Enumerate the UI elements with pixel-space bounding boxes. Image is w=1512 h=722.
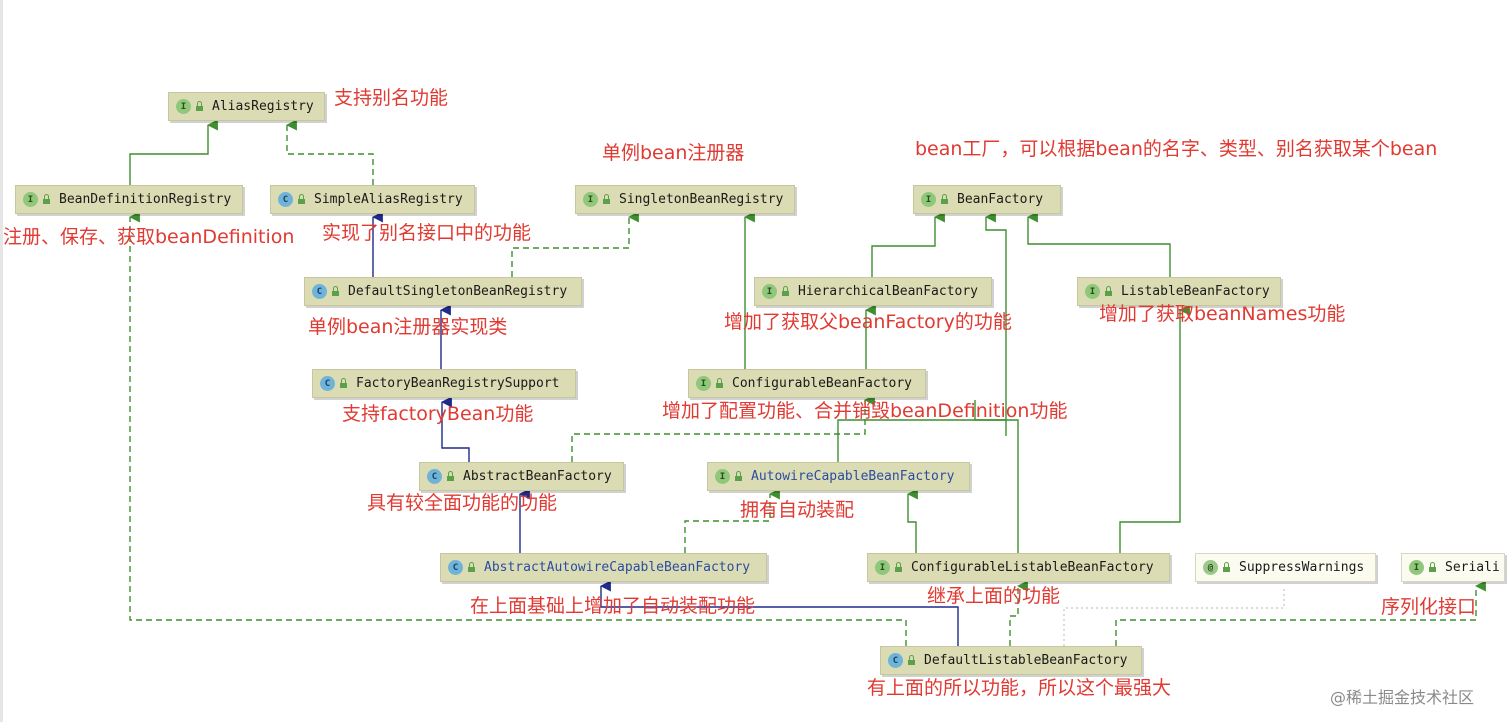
lock-icon [895, 562, 902, 572]
node-hierarchical-bean-factory[interactable]: I HierarchicalBeanFactory [754, 277, 992, 306]
node-suppress-warnings[interactable]: @ SuppressWarnings [1195, 553, 1376, 582]
annotation-icon: @ [1203, 560, 1218, 575]
node-label: AbstractAutowireCapableBeanFactory [484, 560, 751, 575]
node-label: BeanFactory [957, 192, 1044, 207]
class-icon: C [888, 653, 903, 668]
node-label: ConfigurableBeanFactory [732, 376, 913, 391]
note-hierarchical: 增加了获取父beanFactory的功能 [724, 311, 1012, 333]
class-icon: C [278, 192, 293, 207]
note-alias: 支持别名功能 [334, 87, 449, 109]
lock-icon [1105, 286, 1112, 296]
interface-icon: I [176, 99, 191, 114]
class-icon: C [427, 469, 442, 484]
lock-icon [1429, 562, 1436, 572]
note-bean-definition-registry: 注册、保存、获取beanDefinition [3, 226, 295, 248]
node-listable-bean-factory[interactable]: I ListableBeanFactory [1077, 277, 1281, 306]
node-configurable-bean-factory[interactable]: I ConfigurableBeanFactory [688, 369, 926, 398]
lock-icon [298, 194, 305, 204]
note-configurable: 增加了配置功能、合并销毁beanDefinition功能 [662, 400, 1068, 422]
lock-icon [196, 101, 203, 111]
lock-icon [603, 194, 610, 204]
node-default-singleton-bean-registry[interactable]: C DefaultSingletonBeanRegistry [304, 277, 582, 306]
class-icon: C [312, 284, 327, 299]
node-label: Seriali [1445, 560, 1500, 575]
note-autowire: 拥有自动装配 [740, 499, 855, 521]
interface-icon: I [1085, 284, 1100, 299]
node-label: DefaultListableBeanFactory [924, 653, 1128, 668]
node-label: SingletonBeanRegistry [619, 192, 784, 207]
node-abstract-autowire-capable-bean-factory[interactable]: C AbstractAutowireCapableBeanFactory [440, 553, 767, 582]
note-configurable-listable: 继承上面的功能 [927, 585, 1061, 607]
lock-icon [43, 194, 50, 204]
node-bean-factory[interactable]: I BeanFactory [913, 185, 1061, 214]
interface-icon: I [696, 376, 711, 391]
note-singleton: 单例bean注册器 [602, 142, 745, 164]
class-icon: C [320, 376, 335, 391]
interface-icon: I [921, 192, 936, 207]
class-icon: C [448, 560, 463, 575]
node-singleton-bean-registry[interactable]: I SingletonBeanRegistry [575, 185, 795, 214]
node-simple-alias-registry[interactable]: C SimpleAliasRegistry [270, 185, 475, 214]
node-label: SimpleAliasRegistry [314, 192, 463, 207]
note-simple-alias-registry: 实现了别名接口中的功能 [322, 222, 532, 244]
lock-icon [782, 286, 789, 296]
node-autowire-capable-bean-factory[interactable]: I AutowireCapableBeanFactory [707, 462, 970, 491]
interface-icon: I [1409, 560, 1424, 575]
node-label: AutowireCapableBeanFactory [751, 469, 955, 484]
node-bean-definition-registry[interactable]: I BeanDefinitionRegistry [15, 185, 243, 214]
lock-icon [1223, 562, 1230, 572]
node-default-listable-bean-factory[interactable]: C DefaultListableBeanFactory [880, 646, 1142, 675]
note-abstract-bean-factory: 具有较全面功能的功能 [367, 492, 558, 514]
note-listable: 增加了获取beanNames功能 [1099, 303, 1346, 325]
lock-icon [468, 562, 475, 572]
interface-icon: I [583, 192, 598, 207]
lock-icon [735, 471, 742, 481]
interface-icon: I [762, 284, 777, 299]
interface-icon: I [875, 560, 890, 575]
note-factory-bean-support: 支持factoryBean功能 [342, 403, 534, 425]
lock-icon [447, 471, 454, 481]
node-configurable-listable-bean-factory[interactable]: I ConfigurableListableBeanFactory [867, 553, 1170, 582]
watermark: @稀土掘金技术社区 [1330, 688, 1475, 707]
node-label: SuppressWarnings [1239, 560, 1365, 575]
note-serializable: 序列化接口 [1381, 596, 1477, 618]
node-label: DefaultSingletonBeanRegistry [348, 284, 568, 299]
note-abstract-autowire: 在上面基础上增加了自动装配功能 [470, 595, 756, 617]
lock-icon [716, 378, 723, 388]
lock-icon [332, 286, 339, 296]
node-label: BeanDefinitionRegistry [59, 192, 232, 207]
node-label: AliasRegistry [212, 99, 314, 114]
note-bean-factory: bean工厂，可以根据bean的名字、类型、别名获取某个bean [915, 138, 1438, 160]
node-label: AbstractBeanFactory [463, 469, 612, 484]
lock-icon [941, 194, 948, 204]
interface-icon: I [23, 192, 38, 207]
node-serializable[interactable]: I Seriali [1401, 553, 1505, 582]
node-label: ListableBeanFactory [1121, 284, 1270, 299]
node-label: FactoryBeanRegistrySupport [356, 376, 560, 391]
lock-icon [340, 378, 347, 388]
lock-icon [908, 655, 915, 665]
node-factory-bean-registry-support[interactable]: C FactoryBeanRegistrySupport [312, 369, 576, 398]
node-label: HierarchicalBeanFactory [798, 284, 979, 299]
note-default-singleton: 单例bean注册器实现类 [308, 316, 508, 338]
node-abstract-bean-factory[interactable]: C AbstractBeanFactory [419, 462, 624, 491]
node-alias-registry[interactable]: I AliasRegistry [168, 92, 325, 121]
interface-icon: I [715, 469, 730, 484]
node-label: ConfigurableListableBeanFactory [911, 560, 1154, 575]
note-default-listable: 有上面的所以功能，所以这个最强大 [867, 677, 1172, 699]
